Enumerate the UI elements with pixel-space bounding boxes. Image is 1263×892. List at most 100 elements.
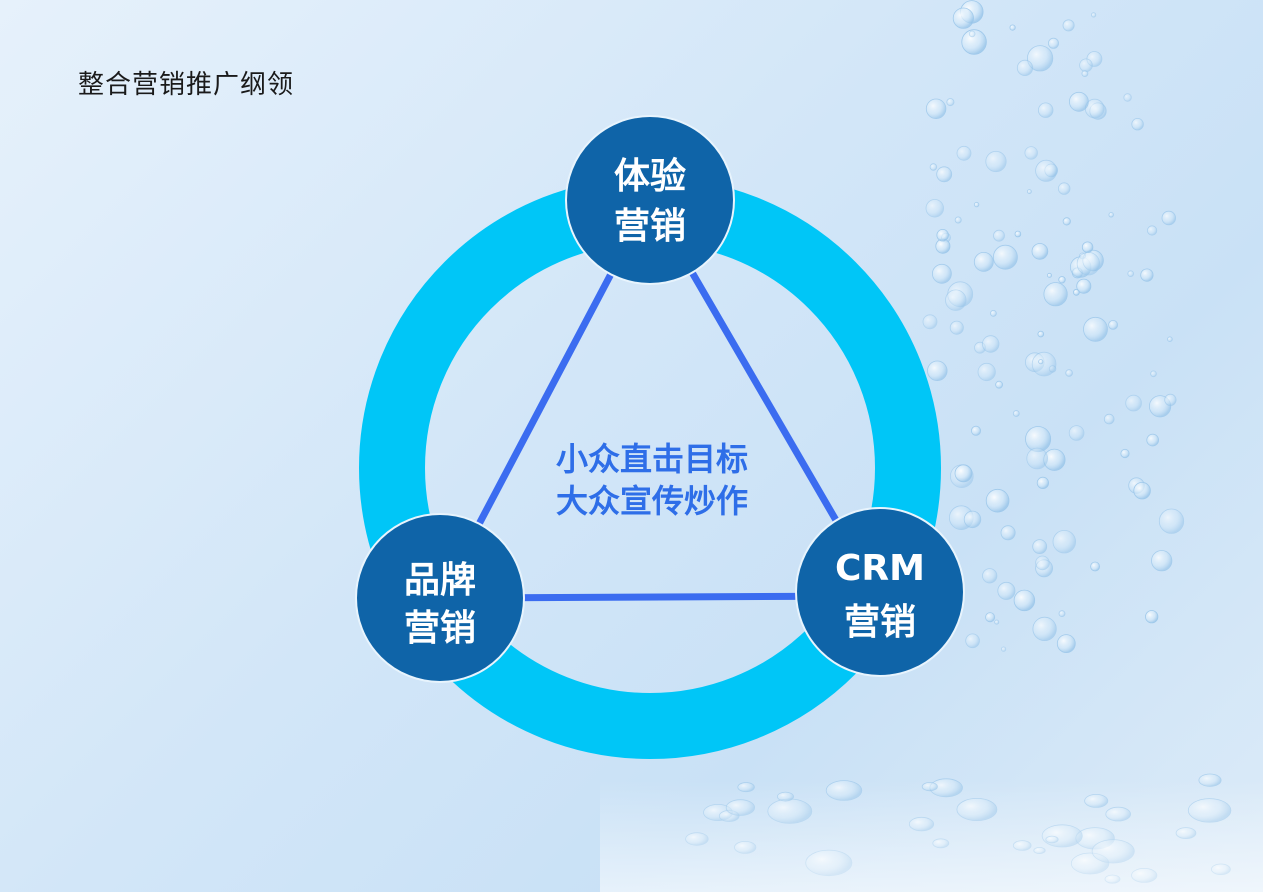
bubble-icon [1150, 370, 1157, 378]
node-right-line1: CRM [835, 548, 925, 589]
bubble-icon [1035, 555, 1050, 571]
bubble-icon [1069, 91, 1089, 112]
bubble-icon [949, 320, 964, 335]
bubble-icon [1047, 272, 1053, 278]
bubble-icon [1151, 550, 1173, 572]
bubble-icon [1120, 448, 1130, 459]
bubble-icon [1161, 210, 1177, 226]
water-bubbles-decoration [685, 0, 1232, 884]
bubble-icon [1133, 482, 1151, 500]
bubble-icon [1056, 634, 1076, 653]
bubble-icon [982, 568, 998, 584]
bubble-icon [1145, 610, 1159, 624]
bubble-icon [993, 244, 1018, 270]
bubble-icon [1065, 369, 1073, 377]
bubble-icon [1147, 225, 1158, 236]
bubble-icon [973, 201, 980, 208]
bubble-icon [1125, 394, 1142, 412]
bubble-icon [985, 488, 1010, 513]
node-top-line2: 营销 [614, 206, 686, 247]
bubble-icon [1081, 241, 1094, 253]
bubble-icon [961, 29, 987, 55]
bubble-icon [1079, 58, 1093, 73]
bubble-icon [963, 510, 982, 529]
bubble-icon [932, 263, 952, 284]
bubble-icon [1058, 610, 1066, 617]
bubble-icon [925, 98, 947, 120]
bubble-icon [1026, 447, 1048, 470]
bubble-icon [985, 612, 996, 623]
bubble-icon [936, 166, 953, 183]
bubble-icon [925, 199, 945, 218]
bubble-icon [977, 362, 996, 382]
bubble-icon [1164, 393, 1177, 406]
bubble-icon [1037, 330, 1045, 338]
bubble-icon [1000, 646, 1007, 652]
bubble-icon [945, 289, 967, 311]
bubble-icon [1012, 410, 1020, 417]
node-left-line2: 营销 [404, 608, 476, 649]
center-text-line1: 小众直击目标 [556, 440, 748, 478]
bubble-icon [990, 309, 997, 317]
center-text-line2: 大众宣传炒作 [556, 482, 748, 520]
bubble-icon [1000, 525, 1016, 541]
bubble-icon [1032, 616, 1057, 642]
bubble-icon [1068, 425, 1085, 441]
bubble-icon [954, 216, 962, 224]
bubble-icon [1091, 12, 1097, 18]
bubble-icon [1062, 19, 1075, 32]
node-brand-marketing: 品牌 营销 [355, 513, 525, 683]
bubble-icon [1108, 212, 1114, 218]
bubble-icon [1090, 561, 1100, 572]
bubble-icon [1076, 252, 1101, 276]
bubble-icon [1036, 476, 1050, 489]
bubble-icon [1038, 359, 1044, 365]
node-left-line1: 品牌 [404, 560, 476, 601]
bubble-icon [993, 229, 1005, 242]
bubble-icon [982, 335, 1000, 353]
bubble-icon [973, 251, 994, 272]
bubble-icon [1127, 270, 1134, 278]
bubble-icon [954, 464, 973, 483]
bubble-icon [965, 633, 980, 649]
page-title: 整合营销推广纲领 [78, 70, 295, 100]
bubble-icon [1057, 182, 1071, 195]
bubble-icon [985, 150, 1007, 173]
bubble-icon [995, 380, 1003, 389]
bubble-icon [1167, 336, 1173, 343]
bubble-icon [1081, 70, 1089, 77]
bubble-icon [994, 619, 1000, 625]
bubble-icon [1140, 268, 1154, 282]
bubble-icon [1027, 189, 1032, 195]
bubble-icon [1048, 37, 1060, 49]
node-experience-marketing: 体验 营销 [565, 115, 735, 285]
bubble-icon [956, 145, 972, 161]
bubble-icon [1009, 24, 1016, 31]
bubble-icon [1052, 530, 1077, 554]
bubble-icon [946, 98, 955, 107]
bubble-icon [1131, 117, 1144, 131]
bubble-icon [1123, 93, 1132, 102]
bubble-icon [1076, 278, 1092, 294]
bubble-icon [971, 425, 982, 436]
bubble-icon [968, 30, 976, 38]
bubble-icon [1037, 102, 1054, 118]
bubble-icon [1031, 243, 1049, 260]
bubble-icon [997, 581, 1016, 600]
bubble-icon [1158, 508, 1185, 534]
bubble-icon [1108, 319, 1118, 330]
bubble-icon [1024, 146, 1038, 160]
bubble-icon [1014, 230, 1022, 238]
bubble-icon [1031, 351, 1057, 377]
water-splash-decoration [600, 780, 1263, 892]
bubble-icon [1016, 59, 1034, 77]
bubble-icon [1013, 589, 1036, 612]
bubble-icon [1035, 159, 1058, 182]
bubble-icon [936, 228, 949, 242]
bubble-icon [1058, 276, 1066, 284]
bubble-icon [1146, 433, 1159, 447]
bubble-icon [929, 163, 938, 171]
bubble-icon [1027, 45, 1054, 72]
node-top-line1: 体验 [614, 156, 686, 197]
bubble-icon [922, 314, 938, 330]
